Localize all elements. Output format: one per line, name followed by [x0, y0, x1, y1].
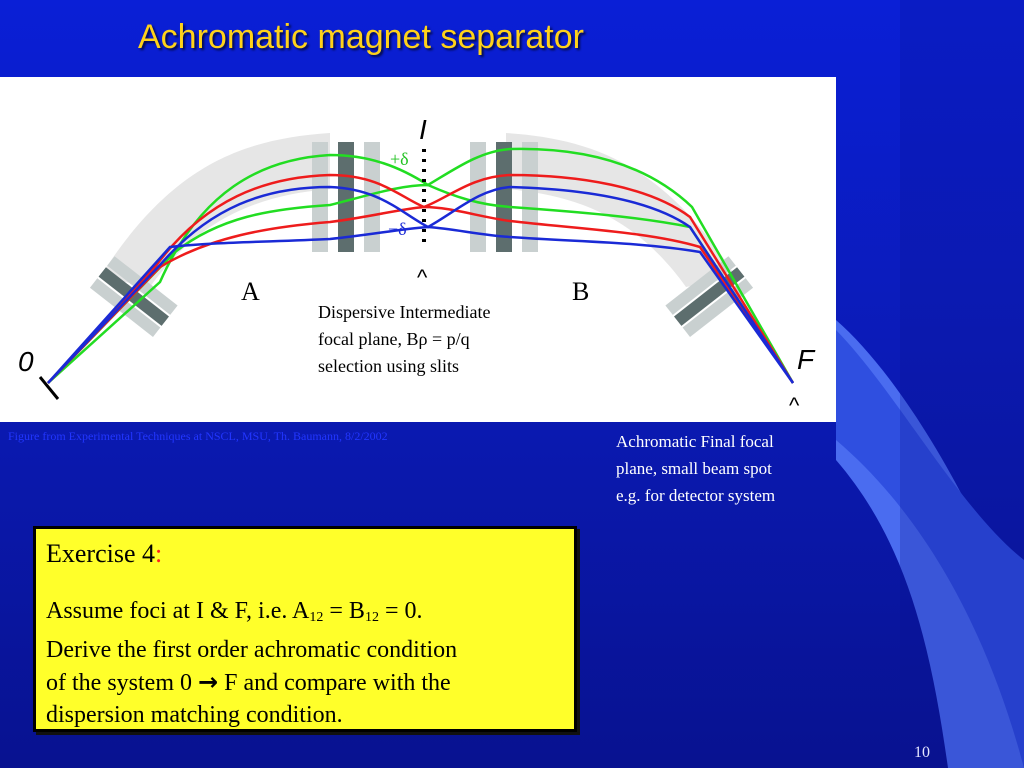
right-arrow-icon: →: [197, 668, 219, 696]
origin-marker: [38, 376, 60, 400]
label-final: F: [797, 344, 816, 375]
final-caption-line: Achromatic Final focal: [616, 432, 774, 451]
exercise-line-3-suffix: F and compare with the: [218, 670, 451, 696]
caret-intermediate: ^: [417, 265, 428, 290]
ray-central-lower: [47, 205, 795, 384]
exercise-line-2: Derive the first order achromatic condit…: [46, 637, 458, 663]
label-plus-delta: +δ: [390, 149, 409, 169]
page-number: 10: [914, 744, 930, 761]
final-focal-caption: Achromatic Final focal plane, small beam…: [616, 428, 836, 509]
subscript-a12: 12: [309, 610, 324, 625]
exercise-body: Assume foci at I & F, i.e. A12 = B12 = 0…: [46, 595, 566, 731]
label-minus-delta: −δ: [388, 219, 407, 239]
separator-figure: 0 I F +δ −δ A B ^ ^ Dispersive Intermedi…: [0, 77, 836, 422]
label-origin: 0: [18, 346, 34, 377]
label-magnet-b: B: [572, 277, 590, 306]
decor-edge-shade: [900, 0, 1024, 768]
separator-diagram: 0 I F +δ −δ: [18, 114, 816, 400]
slide-title: Achromatic magnet separator: [138, 18, 584, 56]
decor-swoosh-dark: [836, 330, 1024, 768]
label-magnet-a: A: [241, 277, 260, 306]
exercise-box: Exercise 4: Assume foci at I & F, i.e. A…: [33, 526, 577, 732]
exercise-line-3-prefix: of the system 0: [46, 670, 198, 696]
exercise-line-1-suffix: = 0.: [378, 598, 423, 624]
ray-minus-delta-lower: [47, 225, 795, 384]
intermediate-caption-line: Dispersive Intermediate: [318, 302, 491, 322]
label-intermediate: I: [419, 114, 427, 145]
exercise-line-1-mid: = B: [323, 598, 365, 624]
exercise-line-4: dispersion matching condition.: [46, 702, 343, 728]
exercise-line-1: Assume foci at I & F, i.e. A12 = B12 = 0…: [46, 595, 566, 634]
ray-plus-delta-lower: [47, 183, 795, 384]
exercise-heading-text: Exercise 4: [46, 539, 156, 568]
exercise-heading-colon: :: [155, 539, 163, 568]
intermediate-caption: Dispersive Intermediate focal plane, Bρ …: [318, 299, 490, 380]
intermediate-caption-line: focal plane, Bρ = p/q: [318, 329, 470, 349]
final-caption-line: e.g. for detector system: [616, 486, 776, 505]
intermediate-caption-line: selection using slits: [318, 356, 459, 376]
final-caption-line: plane, small beam spot: [616, 459, 772, 478]
caret-final: ^: [789, 393, 800, 418]
exercise-line-1-prefix: Assume foci at I & F, i.e. A: [46, 598, 310, 624]
figure-credit: Figure from Experimental Techniques at N…: [8, 429, 388, 443]
exercise-heading: Exercise 4:: [46, 539, 162, 569]
quadrupole-center-left: [312, 142, 380, 252]
subscript-b12: 12: [364, 610, 379, 625]
exercise-line-3: of the system 0 → F and compare with the: [46, 666, 566, 699]
ray-traces: [47, 147, 795, 384]
